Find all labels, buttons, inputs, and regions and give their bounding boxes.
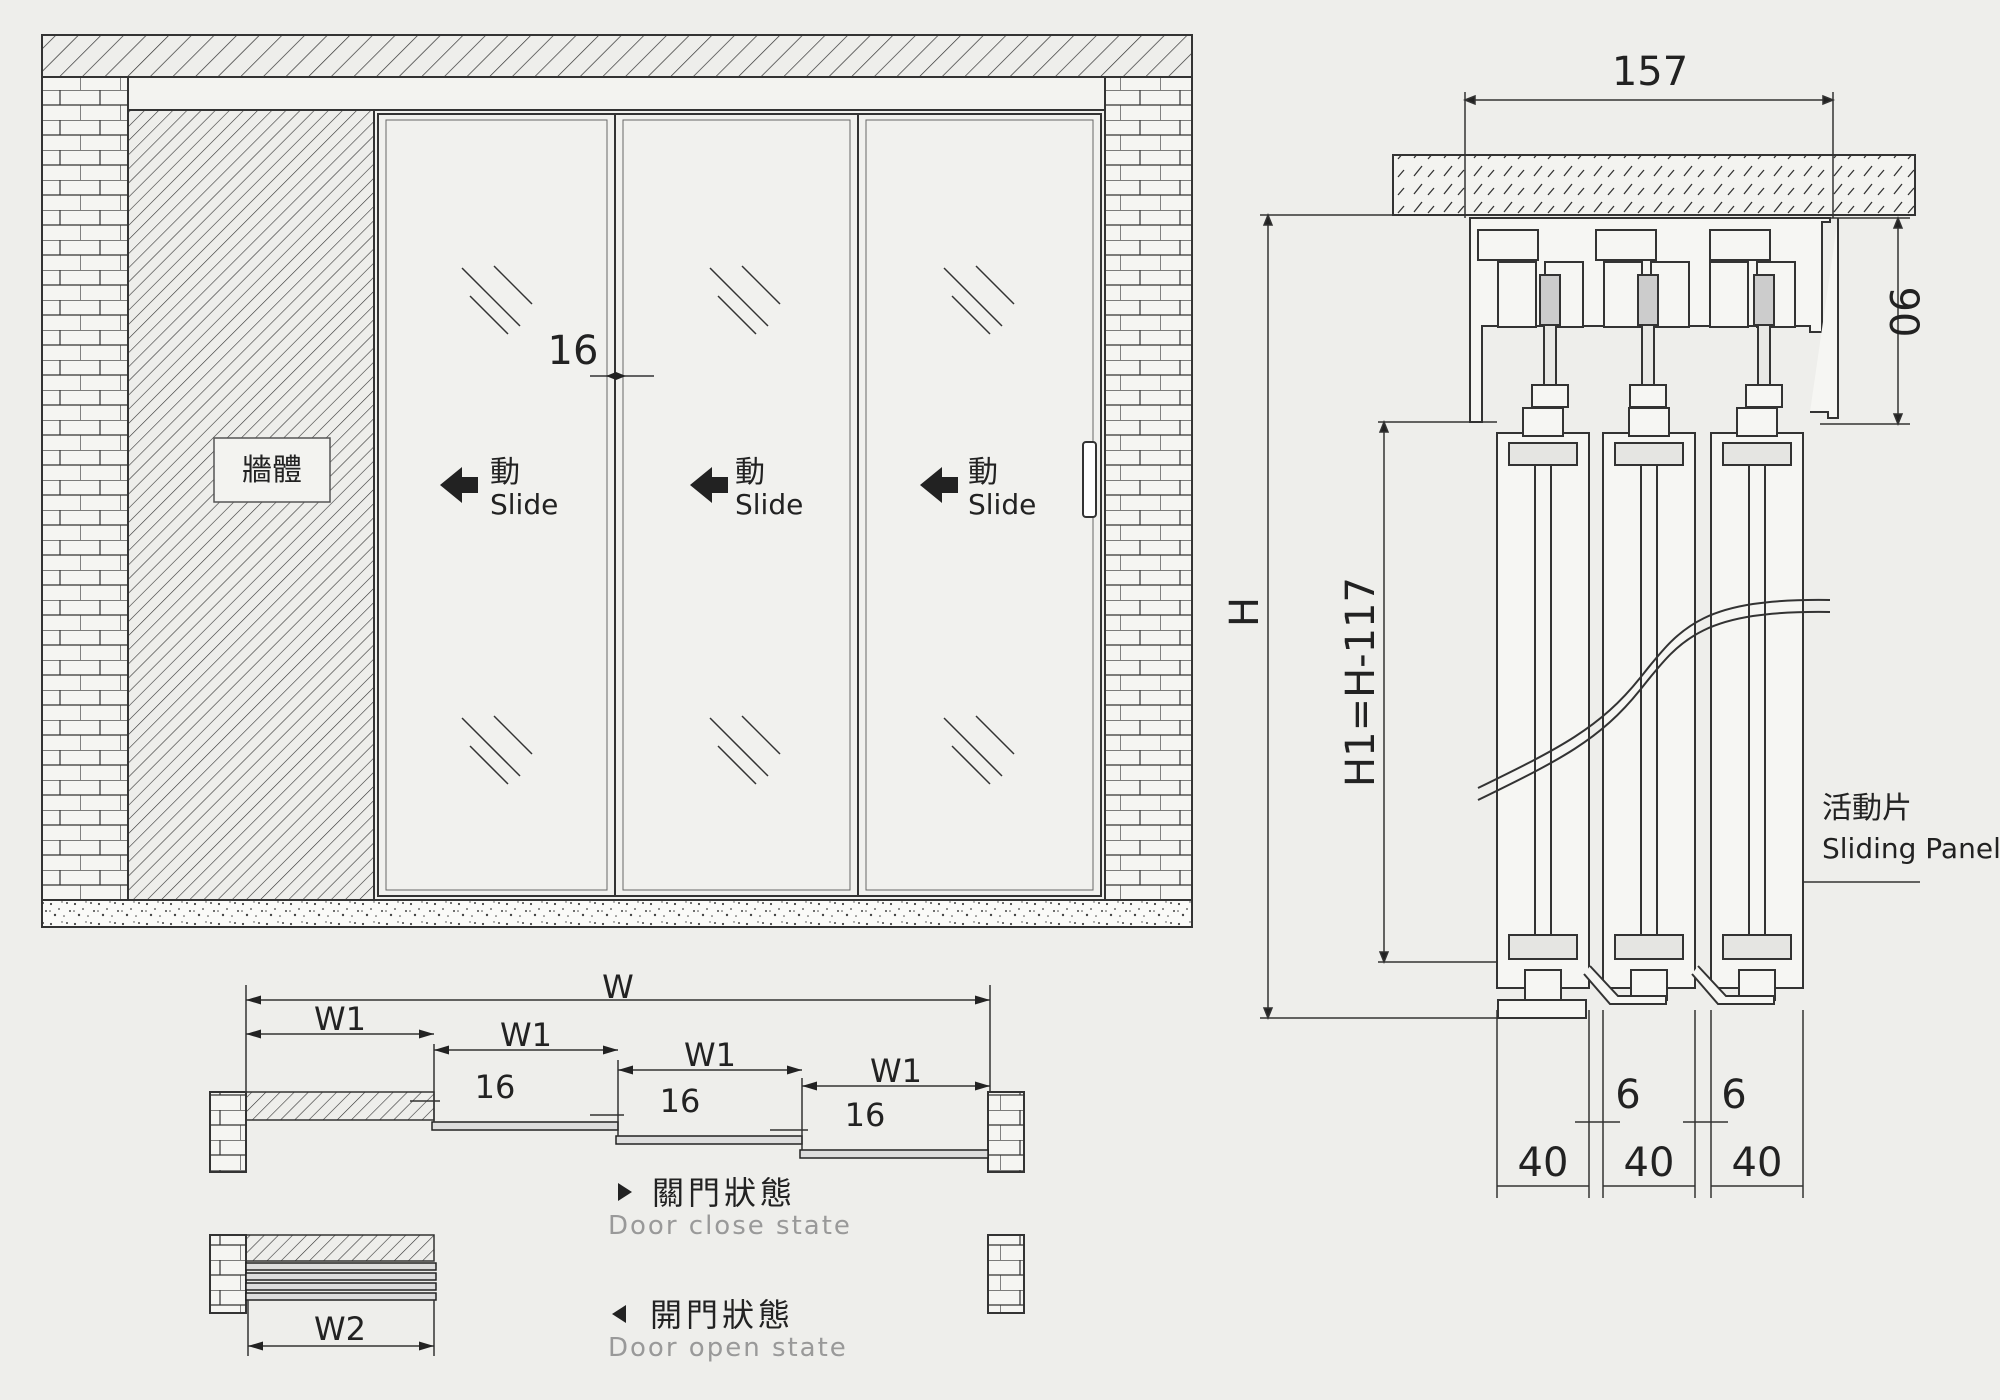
stack-width-label: W2 <box>314 1310 366 1348</box>
open-left-wall <box>209 1234 247 1314</box>
panel-3-label-en: Slide <box>968 488 1036 521</box>
depth-label-3: 40 <box>1732 1140 1783 1186</box>
wall-label-box <box>213 437 331 503</box>
open-right-wall <box>987 1234 1025 1314</box>
gap-label-2: 6 <box>1721 1072 1746 1118</box>
panel-2-label-cn: 動 <box>735 455 765 490</box>
panel-2-label-en: Slide <box>735 488 803 521</box>
overall-width-label: W <box>602 968 634 1006</box>
panel-width-label-1: W1 <box>314 1000 366 1038</box>
depth-label-2: 40 <box>1624 1140 1675 1186</box>
wall-label: 牆體 <box>242 453 302 488</box>
plan-open-view: W2 開門狀態 Door open state <box>209 1234 1025 1363</box>
gap-dimension: 16 <box>548 328 654 380</box>
right-brick-wall <box>1104 76 1193 901</box>
track-height-label: 90 <box>1880 287 1926 338</box>
plan-panel-3 <box>799 1149 989 1159</box>
elevation-view: 牆體 動 Slide 動 Slide 動 Slide <box>41 34 1193 928</box>
panel-1-label-en: Slide <box>490 488 558 521</box>
top-track-profile <box>1469 217 1839 423</box>
panel-1-label-cn: 動 <box>490 455 520 490</box>
stacked-panels <box>245 1262 437 1301</box>
door-handle <box>1082 441 1097 518</box>
depth-label-1: 40 <box>1518 1140 1569 1186</box>
panel-width-label-4: W1 <box>870 1052 922 1090</box>
glass-reflection-icon <box>461 265 533 785</box>
overlap-label-2: 16 <box>660 1082 701 1120</box>
ceiling-timber <box>1392 154 1916 216</box>
open-state-en: Door open state <box>608 1333 848 1363</box>
slide-arrow-icon <box>690 467 728 503</box>
close-state-en: Door close state <box>608 1211 852 1241</box>
open-state-cn: 開門狀態 <box>650 1296 794 1334</box>
plan-panel-2 <box>615 1135 803 1145</box>
slide-arrow-icon <box>440 467 478 503</box>
panel-label-cn: 活動片 <box>1822 791 1912 826</box>
glass-reflection-icon <box>709 265 781 785</box>
panel-3-label-cn: 動 <box>968 455 998 490</box>
overlap-label-3: 16 <box>845 1096 886 1134</box>
sliding-panel-1-glass <box>385 119 608 891</box>
panel-width-dimensions <box>246 1029 990 1150</box>
panel-label-en: Sliding Panel <box>1822 832 2000 865</box>
stack-width-dimension <box>247 1300 435 1356</box>
overlap-dimensions <box>410 1100 808 1131</box>
plan-right-wall <box>987 1091 1025 1173</box>
close-state-cn: 關門狀態 <box>652 1174 796 1212</box>
state-arrow-icon <box>612 1305 626 1323</box>
panel-width-label-3: W1 <box>684 1036 736 1074</box>
sliding-panel-3 <box>857 113 1102 897</box>
lintel-hatch <box>41 34 1193 78</box>
header-track <box>127 76 1106 111</box>
break-line <box>1477 598 1831 789</box>
break-line <box>1477 610 1831 801</box>
overlap-label-1: 16 <box>475 1068 516 1106</box>
panel-height-dimension <box>1378 419 1497 965</box>
overall-width-dimension <box>245 985 991 1092</box>
wall-hatch <box>127 109 375 901</box>
floor-slab <box>41 899 1193 928</box>
glass-reflection-icon <box>943 265 1015 785</box>
top-width-dimension <box>1462 92 1836 218</box>
gap-dim-label: 16 <box>548 328 599 374</box>
track-height-dimension <box>1820 215 1910 427</box>
top-width-label: 157 <box>1612 49 1688 95</box>
left-brick-wall <box>41 76 129 901</box>
plan-panel-1 <box>431 1121 619 1131</box>
overall-height-label: H <box>1222 597 1268 627</box>
panel-width-label-2: W1 <box>500 1016 552 1054</box>
sliding-panel-profiles <box>1496 407 1804 1001</box>
overall-height-dimension <box>1260 212 1500 1021</box>
plan-close-view: W W1 W1 W1 W1 16 16 16 關門狀態 Door close s… <box>209 968 1025 1241</box>
state-arrow-icon <box>618 1183 632 1201</box>
panel-height-label: H1=H-117 <box>1338 577 1384 787</box>
sliding-panel-2-glass <box>622 119 851 891</box>
section-view: 157 90 H H1=H-117 <box>1222 49 2000 1198</box>
floor-guides <box>1497 965 1775 1019</box>
plan-left-wall <box>209 1091 247 1173</box>
plan-wall-hatch <box>245 1091 435 1121</box>
open-wall-hatch <box>245 1234 435 1262</box>
gap-label-1: 6 <box>1615 1072 1640 1118</box>
slide-arrow-icon <box>920 467 958 503</box>
bottom-dimensions <box>1496 1010 1804 1198</box>
